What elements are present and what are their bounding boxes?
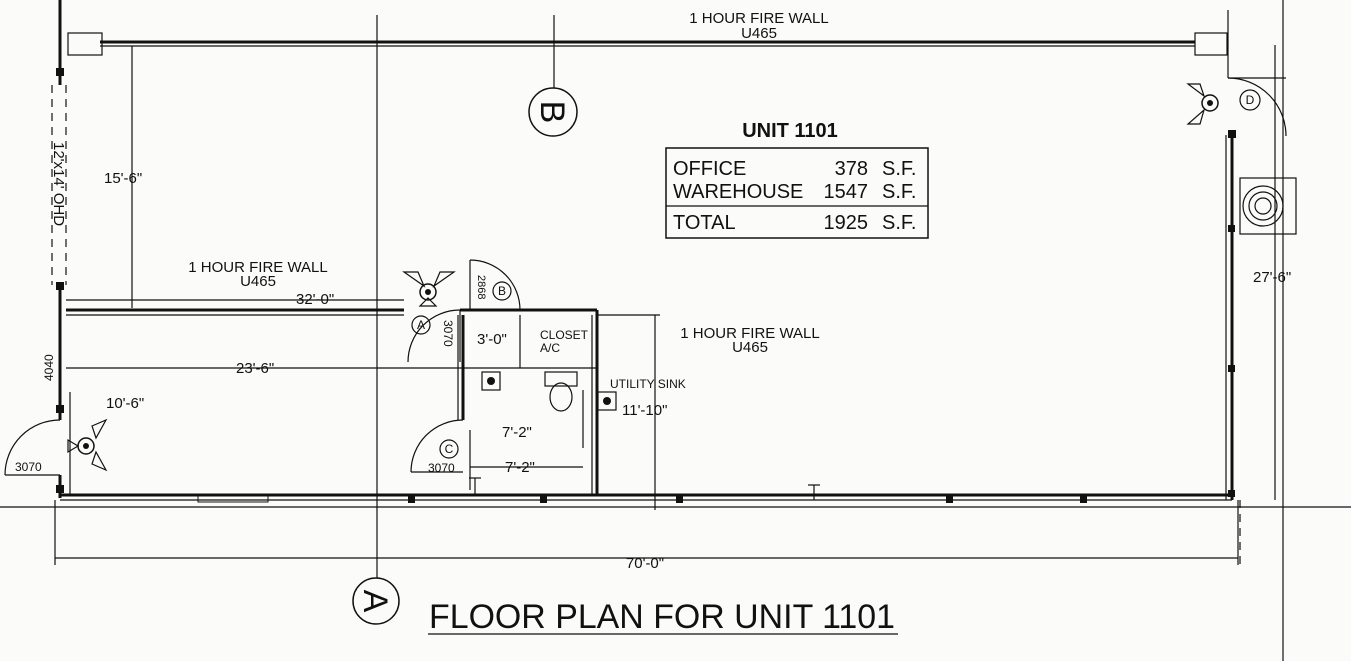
dim-70-0: 70'-0" <box>626 555 664 572</box>
dim-7-2-b: 7'-2" <box>505 459 535 476</box>
door-b-swing <box>469 259 521 311</box>
top-wall-label: 1 HOUR FIRE WALL <box>689 10 828 27</box>
door-c-swing <box>410 419 464 473</box>
top-fire-wall <box>67 32 1228 56</box>
door-tag-3070-c: 3070 <box>428 461 455 475</box>
door-marker-d: D <box>1246 93 1255 107</box>
door-tag-3070-a: 3070 <box>441 320 455 347</box>
total-row-value: 1925 <box>824 212 869 234</box>
bottom-exterior-wall <box>0 493 1351 508</box>
dim-15-6: 15'-6" <box>104 170 142 187</box>
warehouse-row-value: 1547 <box>824 181 869 203</box>
office-fire-wall <box>66 308 599 495</box>
warehouse-row-unit: S.F. <box>882 181 916 203</box>
door-left-swing <box>4 419 61 476</box>
door-tag-3070-left: 3070 <box>15 460 42 474</box>
floor-drain-fixture <box>1239 177 1297 235</box>
unit-area-schedule: UNIT 1101 OFFICE 378 S.F. WAREHOUSE 1547… <box>665 120 929 239</box>
right-wall-code: U465 <box>732 339 768 356</box>
grid-line-b: B <box>528 15 578 137</box>
closet-label: CLOSET <box>540 328 589 342</box>
grid-line-a: A <box>352 15 400 625</box>
door-tag-2868: 2868 <box>475 275 487 299</box>
top-wall-code: U465 <box>741 25 777 42</box>
dim-32-0: 32'-0" <box>296 291 334 308</box>
total-row-name: TOTAL <box>673 212 736 234</box>
unit-title: UNIT 1101 <box>742 120 838 142</box>
grid-b-label: B <box>533 101 571 124</box>
lavatory-sink <box>481 371 501 391</box>
window-tag-4040: 4040 <box>42 354 56 381</box>
dim-11-10: 11'-10" <box>622 402 667 419</box>
office-row-value: 378 <box>835 158 868 180</box>
door-marker-a: A <box>417 318 425 332</box>
ac-label: A/C <box>540 341 560 355</box>
mid-wall-label: 1 HOUR FIRE WALL <box>188 259 327 276</box>
door-marker-b: B <box>498 284 506 298</box>
toilet <box>544 371 578 412</box>
total-row-unit: S.F. <box>882 212 916 234</box>
door-marker-c: C <box>445 442 454 456</box>
light-fixture-icon-right <box>1186 83 1219 125</box>
door-a-swing <box>407 309 461 363</box>
right-wall-label: 1 HOUR FIRE WALL <box>680 325 819 342</box>
dim-7-2-a: 7'-2" <box>502 424 532 441</box>
office-row-unit: S.F. <box>882 158 916 180</box>
dim-10-6: 10'-6" <box>106 395 144 412</box>
dimension-lines <box>54 45 1276 565</box>
wall-marks <box>56 68 1236 503</box>
light-fixture-icon-office <box>402 271 456 307</box>
utility-sink-label: UTILITY SINK <box>610 377 686 391</box>
right-exterior-wall <box>1225 0 1284 661</box>
office-row-name: OFFICE <box>673 158 746 180</box>
light-fixture-icon-left <box>67 418 108 472</box>
door-d-swing <box>1227 77 1287 137</box>
grid-a-label: A <box>356 590 394 613</box>
mid-wall-code: U465 <box>240 273 276 290</box>
utility-sink <box>597 391 617 411</box>
plan-caption: FLOOR PLAN FOR UNIT 1101 <box>429 598 895 636</box>
dim-27-6: 27'-6" <box>1253 269 1291 286</box>
left-exterior-wall <box>51 0 67 498</box>
ohd-tag: 12'x14' OHD <box>50 142 67 226</box>
warehouse-row-name: WAREHOUSE <box>673 181 803 203</box>
dim-23-6: 23'-6" <box>236 360 274 377</box>
dim-3-0: 3'-0" <box>477 331 507 348</box>
